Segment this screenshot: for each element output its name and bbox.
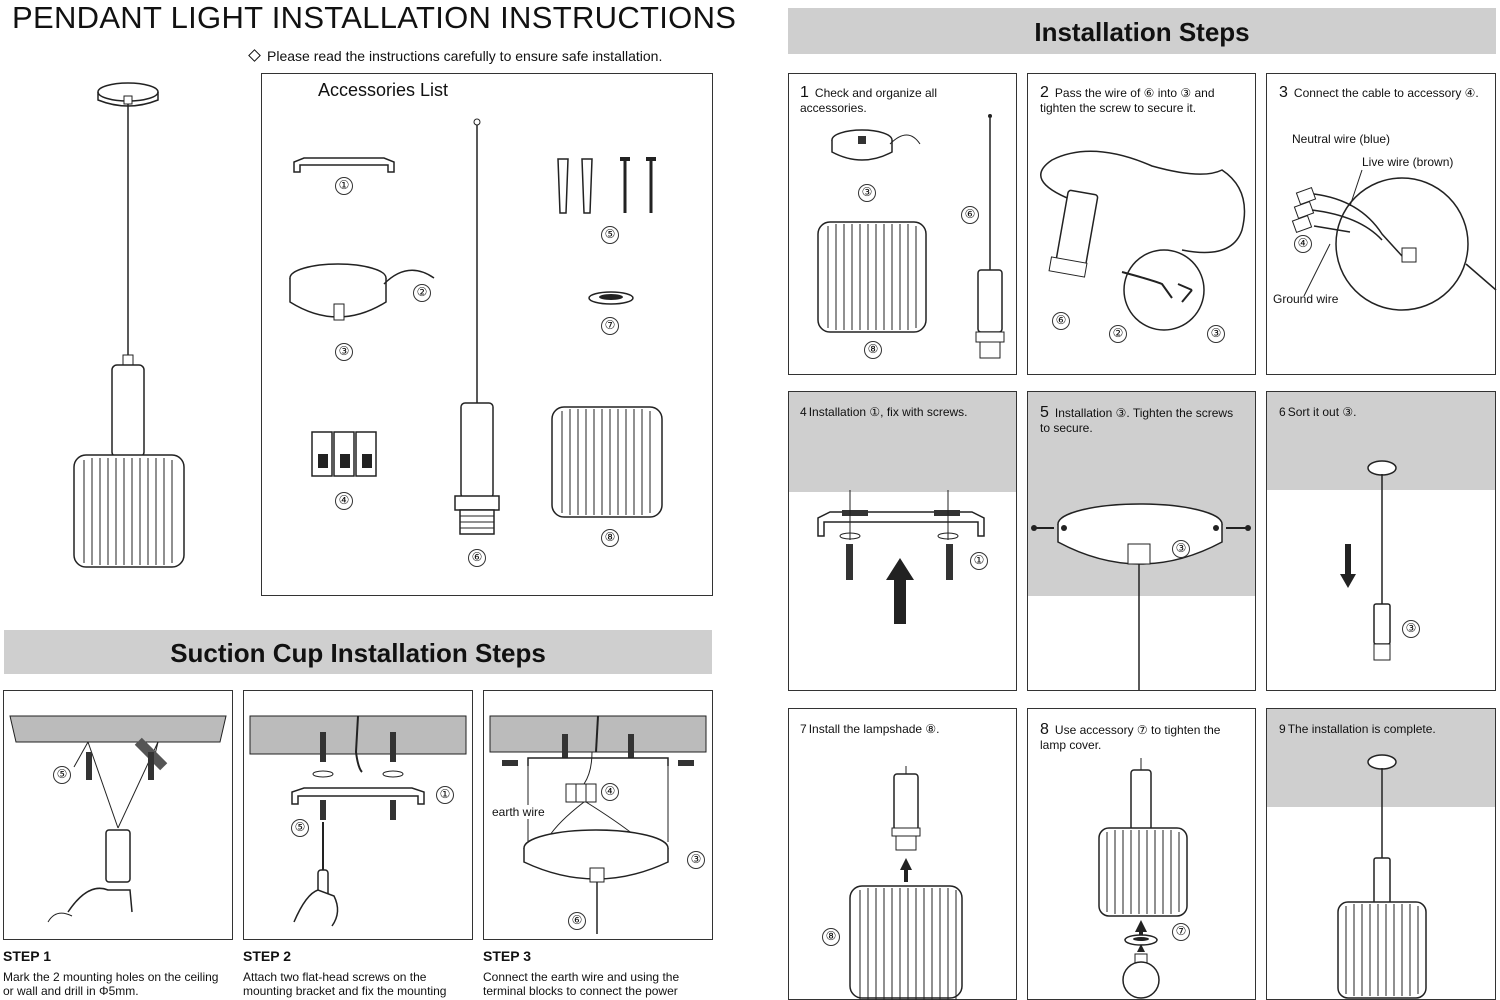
install-card-9-illustration — [1337, 754, 1427, 999]
suction-step1-marker: ⑤ — [53, 766, 71, 784]
suction-step3-marker-3: ③ — [687, 851, 705, 869]
suction-step3-label: STEP 3 — [483, 948, 531, 964]
install-card-7-illustration — [849, 766, 963, 1000]
install-card-4-illustration — [817, 490, 985, 624]
marker-4: ④ — [335, 492, 353, 510]
install-card-2-marker-6: ⑥ — [1052, 312, 1070, 330]
installation-section-title: Installation Steps — [788, 8, 1496, 54]
accessory-ring-illustration — [588, 291, 634, 305]
neutral-wire-label: Neutral wire (blue) — [1292, 132, 1391, 146]
install-card-2-marker-3: ③ — [1207, 325, 1225, 343]
accessories-panel — [261, 73, 713, 596]
diamond-icon — [248, 49, 261, 62]
install-card-8-marker-7: ⑦ — [1172, 923, 1190, 941]
install-card-2 — [1027, 73, 1256, 375]
install-card-8-illustration — [1098, 758, 1188, 999]
suction-step3-panel — [483, 690, 713, 940]
earth-wire-label: earth wire — [492, 805, 545, 819]
install-card-4-marker-1: ① — [970, 552, 988, 570]
accessories-title: Accessories List — [318, 80, 449, 100]
install-card-1-marker-6: ⑥ — [961, 206, 979, 224]
marker-2: ② — [413, 284, 431, 302]
install-card-2-illustration — [1040, 150, 1246, 331]
suction-step3-illustration — [489, 715, 707, 934]
install-card-1-marker-3: ③ — [858, 184, 876, 202]
ground-wire-label: Ground wire — [1273, 292, 1339, 306]
accessory-terminal-block-illustration — [311, 431, 377, 477]
suction-step3-desc: Connect the earth wire and using the ter… — [483, 970, 680, 998]
install-card-4-ceiling — [789, 392, 1016, 492]
accessory-bracket-illustration — [293, 157, 395, 173]
marker-7: ⑦ — [601, 317, 619, 335]
suction-step2-marker-5: ⑤ — [291, 819, 309, 837]
install-card-3-illustration — [1291, 169, 1497, 311]
install-card-2-marker-2: ② — [1109, 325, 1127, 343]
live-wire-label: Live wire (brown) — [1362, 155, 1454, 169]
install-card-3 — [1266, 73, 1496, 375]
install-card-5 — [1027, 391, 1256, 691]
suction-step2-panel — [243, 690, 473, 940]
suction-step1-panel — [3, 690, 233, 940]
suction-step3-marker-6: ⑥ — [568, 912, 586, 930]
marker-8: ⑧ — [601, 529, 619, 547]
install-card-4 — [788, 391, 1017, 691]
install-card-5-marker-3: ③ — [1172, 540, 1190, 558]
install-card-5-illustration — [1031, 503, 1251, 690]
install-card-6-marker-3: ③ — [1402, 620, 1420, 638]
pendant-overview-illustration — [73, 82, 185, 568]
safety-note: Please read the instructions carefully t… — [248, 48, 663, 64]
accessory-ceiling-canopy-illustration — [289, 263, 435, 321]
marker-3: ③ — [335, 343, 353, 361]
install-card-6-illustration — [1340, 460, 1397, 661]
suction-step1-label: STEP 1 — [3, 948, 51, 964]
install-card-1-illustration — [817, 114, 1005, 359]
marker-5: ⑤ — [601, 226, 619, 244]
page-title: PENDANT LIGHT INSTALLATION INSTRUCTIONS — [12, 0, 737, 35]
suction-section-title: Suction Cup Installation Steps — [4, 630, 712, 674]
safety-note-text: Please read the instructions carefully t… — [267, 48, 663, 64]
suction-step2-marker-1: ① — [436, 786, 454, 804]
suction-step1-desc: Mark the 2 mounting holes on the ceiling… — [3, 970, 219, 998]
accessory-lampshade-illustration — [551, 406, 663, 518]
install-card-7-marker-8: ⑧ — [822, 928, 840, 946]
marker-6: ⑥ — [468, 549, 486, 567]
suction-step2-desc: Attach two flat-head screws on the mount… — [243, 970, 447, 998]
install-card-6 — [1266, 391, 1496, 691]
suction-step2-label: STEP 2 — [243, 948, 291, 964]
suction-step1-illustration — [9, 715, 227, 923]
install-card-1-marker-8: ⑧ — [864, 341, 882, 359]
suction-step2-illustration — [249, 715, 467, 927]
accessory-screws-anchors-illustration — [557, 157, 656, 214]
install-card-3-marker-4: ④ — [1294, 235, 1312, 253]
suction-step3-marker-4: ④ — [601, 783, 619, 801]
accessory-lamp-holder-illustration — [454, 118, 500, 535]
marker-1: ① — [335, 177, 353, 195]
install-card-1 — [788, 73, 1017, 375]
